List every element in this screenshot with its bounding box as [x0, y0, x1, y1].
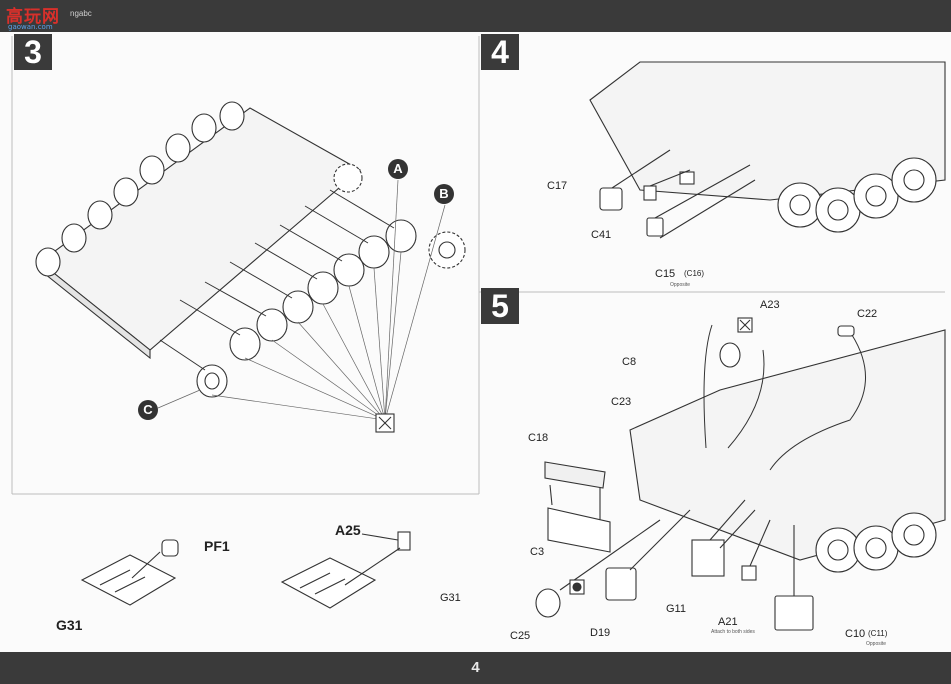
arrow-pf1 [131, 551, 161, 579]
leader-a25 [361, 533, 399, 541]
note-opposite-c16: Opposite [670, 282, 691, 288]
part-c22 [837, 325, 855, 337]
callout-c: C [138, 400, 158, 420]
arrow-a25 [344, 547, 401, 586]
label-c25: C25 [510, 630, 531, 642]
step4-parts [599, 171, 695, 237]
subassembly-diagram [80, 531, 411, 609]
part-a25 [397, 531, 411, 551]
label-a25: A25 [335, 522, 361, 538]
lower-wheel-row [196, 219, 417, 398]
part-c25 [535, 588, 561, 618]
step5-diagram [535, 317, 946, 631]
no-glue-symbol-step3 [375, 413, 395, 433]
label-pf1: PF1 [204, 538, 230, 554]
bottom-bar [0, 652, 951, 684]
part-g11 [691, 539, 725, 577]
hull-rear-section [589, 61, 946, 201]
idler-wheel [333, 163, 363, 193]
label-d19: D19 [590, 627, 611, 639]
label-a23: A23 [760, 299, 780, 311]
part-pf1 [161, 539, 179, 557]
top-bar [0, 0, 951, 32]
callout-b: B [434, 184, 454, 204]
label-c11: (C11) [868, 629, 888, 638]
part-d19 [605, 567, 637, 601]
step4-diagram [589, 61, 946, 239]
label-c10: C10 [845, 628, 866, 640]
rear-plate-c3 [544, 461, 611, 553]
logo-text: 高玩网 [6, 7, 60, 27]
note-attach-both-sides: Attach to both sides [711, 629, 755, 635]
step-number-5: 5 [481, 288, 519, 324]
label-c22: C22 [857, 308, 878, 320]
leader-lines-step3 [157, 179, 446, 421]
label-g11: G11 [666, 603, 686, 615]
label-c41: C41 [591, 229, 612, 241]
assembly-arrows-step4 [611, 149, 756, 239]
assembly-arrows-step5 [549, 484, 795, 596]
label-c18: C18 [528, 432, 549, 444]
drive-sprocket-b [428, 231, 466, 269]
label-c16: (C16) [684, 269, 705, 278]
step-number-3: 3 [14, 34, 52, 70]
label-c3: C3 [530, 546, 545, 558]
label-g31-step5: G31 [440, 592, 461, 604]
part-a21 [741, 565, 757, 581]
site-logo: 高玩网 gaowan.com ngabc [2, 2, 92, 32]
step3-diagram [35, 101, 466, 433]
part-c10 [774, 595, 814, 631]
track-link-left [80, 554, 177, 606]
label-c23: C23 [611, 396, 632, 408]
step-number-4: 4 [481, 34, 519, 70]
logo-subtext: gaowan.com [8, 23, 53, 31]
panel-frames [11, 36, 945, 495]
page-number: 4 [471, 659, 480, 676]
glue-symbol-step5 [569, 579, 585, 595]
hull-rear-step5 [629, 329, 946, 561]
step4-road-wheels [777, 157, 937, 233]
label-c15: C15 [655, 268, 676, 280]
step5-road-wheels [815, 512, 937, 573]
label-c8: C8 [622, 356, 637, 368]
assembly-arrows-step3 [159, 189, 395, 371]
label-c17: C17 [547, 180, 568, 192]
label-g31: G31 [56, 617, 83, 633]
logo-extra-text: ngabc [70, 9, 92, 18]
cables-step5 [703, 324, 866, 471]
label-a21: A21 [718, 616, 738, 628]
callout-a: A [388, 159, 408, 179]
track-link-right [280, 557, 377, 609]
upper-wheel-row [35, 101, 245, 277]
part-c8 [719, 342, 741, 368]
no-glue-symbol-step5 [737, 317, 753, 333]
note-opposite-c11: Opposite [866, 641, 887, 647]
